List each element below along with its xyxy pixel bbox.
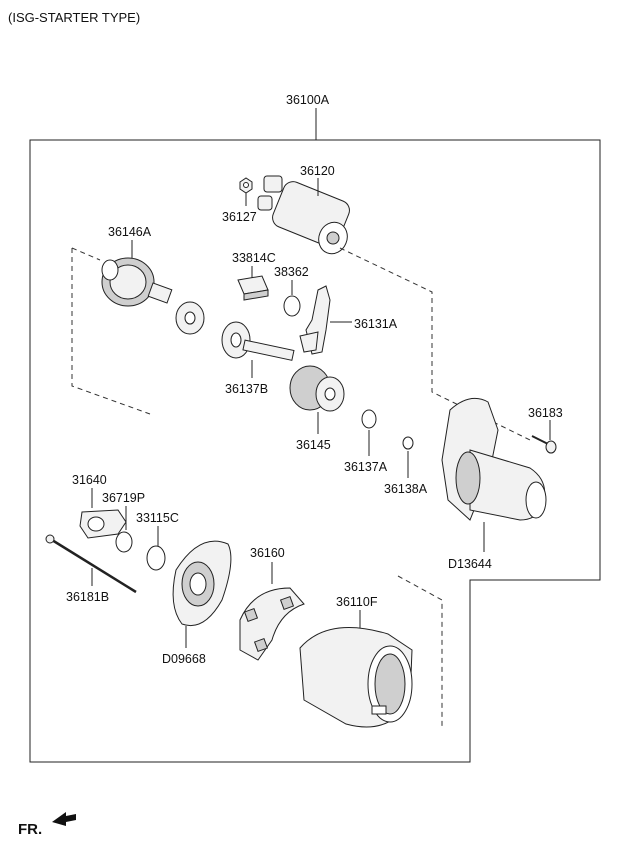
snap-ring-part[interactable] <box>402 436 414 450</box>
assembly-label[interactable]: 36100A <box>286 93 330 107</box>
lever-block-part[interactable] <box>237 275 269 301</box>
arrow-icon <box>52 812 76 826</box>
bolt-part[interactable] <box>531 435 557 454</box>
part-label-36137A[interactable]: 36137A <box>344 460 388 474</box>
part-label-36146A[interactable]: 36146A <box>108 225 152 239</box>
seal-ring-part[interactable] <box>115 531 133 553</box>
rear-cover-part[interactable] <box>172 540 232 626</box>
o-ring-large-part[interactable] <box>146 545 166 571</box>
part-label-36160[interactable]: 36160 <box>250 546 285 560</box>
part-label-36127[interactable]: 36127 <box>222 210 257 224</box>
part-label-36183[interactable]: 36183 <box>528 406 563 420</box>
part-label-36719P[interactable]: 36719P <box>102 491 145 505</box>
part-label-36137B[interactable]: 36137B <box>225 382 268 396</box>
pinion-gear-part[interactable] <box>175 301 205 335</box>
part-label-D09668[interactable]: D09668 <box>162 652 206 666</box>
front-housing-part[interactable] <box>441 397 547 521</box>
front-direction-label: FR. <box>18 821 42 838</box>
overrunning-clutch-part[interactable] <box>289 365 345 412</box>
brush-cap-part[interactable] <box>79 509 127 539</box>
part-label-36138A[interactable]: 36138A <box>384 482 428 496</box>
washer-part[interactable] <box>361 409 377 429</box>
through-bolt-part[interactable] <box>45 534 137 594</box>
part-label-33115C[interactable]: 33115C <box>136 511 179 525</box>
shift-fork-part[interactable] <box>299 285 331 355</box>
drive-shaft-part[interactable] <box>221 321 295 361</box>
diagram-title: (ISG-STARTER TYPE) <box>8 10 140 25</box>
brush-holder-part[interactable] <box>239 587 305 661</box>
part-label-31640[interactable]: 31640 <box>72 473 107 487</box>
yoke-part[interactable] <box>299 627 413 728</box>
part-label-D13644[interactable]: D13644 <box>448 557 492 571</box>
part-label-36131A[interactable]: 36131A <box>354 317 398 331</box>
part-label-36120[interactable]: 36120 <box>300 164 335 178</box>
o-ring-part[interactable] <box>283 295 301 317</box>
part-label-38362[interactable]: 38362 <box>274 265 309 279</box>
planetary-gear-part[interactable] <box>101 257 173 307</box>
part-label-36181B[interactable]: 36181B <box>66 590 109 604</box>
assembly-frame <box>29 108 601 763</box>
part-label-36110F[interactable]: 36110F <box>336 595 378 609</box>
part-label-33814C[interactable]: 33814C <box>232 251 276 265</box>
nut-part[interactable] <box>239 177 253 194</box>
part-label-36145[interactable]: 36145 <box>296 438 331 452</box>
solenoid-part[interactable] <box>257 175 352 258</box>
